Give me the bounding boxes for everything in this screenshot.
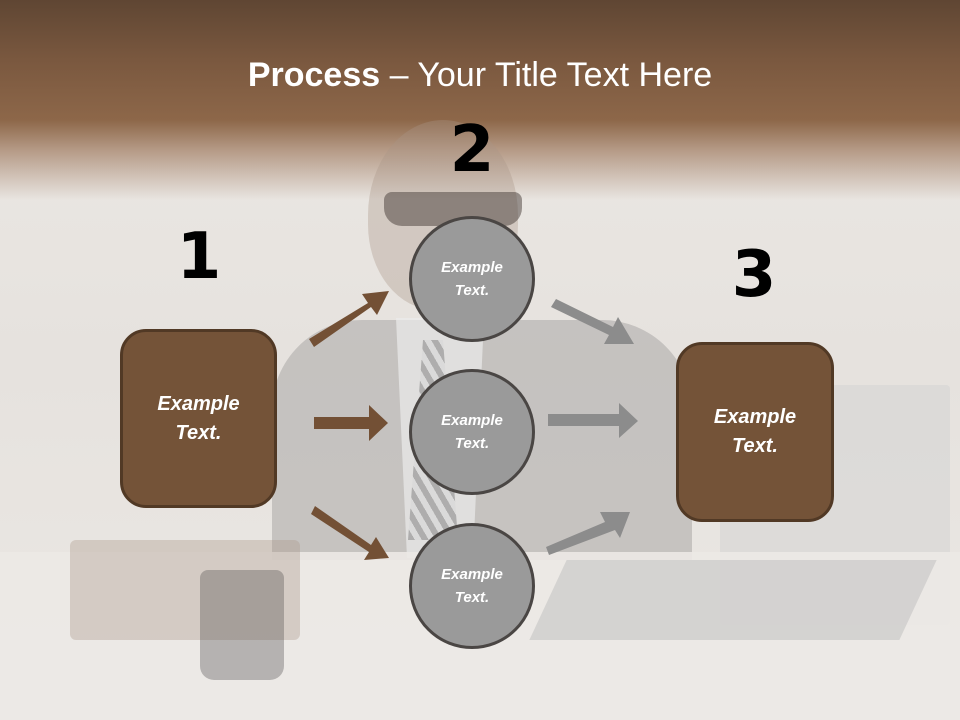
slide-title: Process – Your Title Text Here: [0, 52, 960, 98]
circle-middle-text-line2: Text.: [454, 435, 490, 452]
step-3-text-line1: Example: [713, 406, 797, 428]
circle-middle-text-line1: Example: [441, 412, 503, 429]
step-3-text-line2: Text.: [732, 435, 778, 457]
title-bold: Process: [247, 56, 381, 94]
background-books: [70, 540, 300, 640]
step-1-box[interactable]: Example Text.: [120, 329, 277, 508]
step-2-circle-bottom[interactable]: Example Text.: [409, 523, 535, 649]
circle-top-text-line1: Example: [441, 259, 503, 276]
step-number-3: 3: [731, 238, 777, 312]
step-2-circle-middle[interactable]: Example Text.: [409, 369, 535, 495]
step-1-text-line1: Example: [157, 392, 240, 415]
header-band: [0, 0, 960, 200]
background-pen-cup: [200, 570, 284, 680]
title-rest: – Your Title Text Here: [380, 56, 713, 94]
arrow-right-down-brown-icon: [311, 506, 389, 560]
circle-bottom-text-line1: Example: [441, 566, 503, 583]
step-3-box[interactable]: Example Text.: [676, 342, 834, 522]
step-number-1: 1: [176, 220, 222, 294]
arrow-right-gray-icon: [548, 403, 638, 438]
circle-bottom-text-line2: Text.: [454, 589, 490, 606]
step-2-circle-top[interactable]: Example Text.: [409, 216, 535, 342]
step-number-2: 2: [449, 113, 495, 187]
circle-top-text-line2: Text.: [454, 282, 490, 299]
step-1-text-line2: Text.: [175, 421, 222, 444]
arrow-right-up-gray-icon: [546, 512, 630, 555]
arrow-right-down-gray-icon: [551, 299, 634, 344]
arrow-right-up-brown-icon: [309, 291, 389, 347]
arrow-right-brown-icon: [314, 405, 388, 441]
